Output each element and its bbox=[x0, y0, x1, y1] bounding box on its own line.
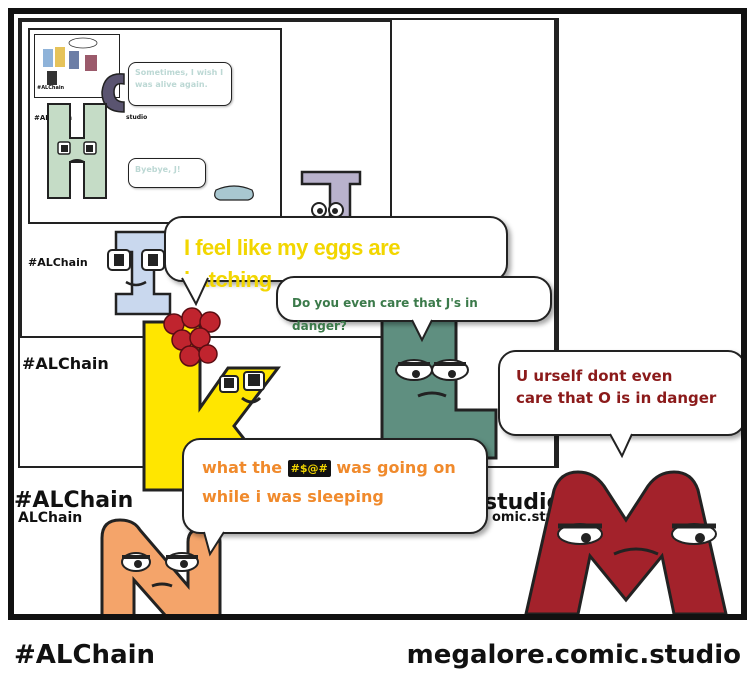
outer-caption-large: #ALChain bbox=[14, 488, 134, 513]
speech-bubble-danger-tail bbox=[411, 316, 433, 343]
outer-site-small: omic.stu bbox=[492, 510, 555, 525]
inner-characters bbox=[47, 73, 254, 201]
speech-bubble-eggs-tail bbox=[181, 274, 209, 307]
speech-bubble-urself-tail bbox=[609, 430, 633, 459]
censored-badge: #$@# bbox=[287, 459, 331, 478]
inner-bubble-wish: Sometimes, I wish I was alive again. bbox=[128, 62, 232, 106]
speech-what-part1: what the bbox=[202, 458, 283, 477]
nested-panel-outer: #ALChain #ALChain studio Sometimes, I wi… bbox=[18, 18, 556, 468]
footer-site-name[interactable]: megalore.comic.studio bbox=[406, 640, 741, 670]
inner-bubble-byebye: Byebye, J! bbox=[128, 158, 206, 188]
outer-caption: #ALChain bbox=[22, 354, 109, 373]
letter-i-character bbox=[107, 230, 172, 316]
nested-panel-mid: #ALChain #ALChain studio Sometimes, I wi… bbox=[20, 20, 392, 338]
mid-caption: #ALChain bbox=[28, 256, 88, 269]
speech-urself-line1: U urself dont even bbox=[516, 367, 673, 385]
speech-bubble-what: what the #$@# was going on while i was s… bbox=[182, 438, 488, 534]
footer-hashtag[interactable]: #ALChain bbox=[14, 640, 156, 670]
tiny-caption: #ALChain bbox=[37, 85, 65, 91]
tiny-characters bbox=[43, 37, 98, 85]
nested-panel-tiny: #ALChain bbox=[34, 34, 120, 98]
speech-what-line2: while i was sleeping bbox=[202, 487, 384, 507]
outer-caption-small: ALChain bbox=[18, 510, 83, 526]
panel-divider-vertical bbox=[555, 18, 559, 468]
speech-bubble-eggs: I feel like my eggs are hatching bbox=[164, 216, 508, 292]
speech-bubble-what-tail bbox=[203, 528, 225, 557]
letter-m-character bbox=[524, 470, 728, 614]
inner-bubble-byebye-text: Byebye, J! bbox=[135, 165, 181, 174]
speech-danger-text: Do you even care that J's in danger? bbox=[292, 296, 478, 334]
speech-what-part2: was going on bbox=[336, 458, 456, 477]
nested-panel-inner: #ALChain #ALChain studio Sometimes, I wi… bbox=[28, 28, 282, 224]
letter-n-character bbox=[100, 518, 222, 614]
speech-bubble-danger: Do you even care that J's in danger? bbox=[276, 276, 552, 333]
characters-layer bbox=[100, 170, 728, 614]
eggs-cluster bbox=[163, 307, 221, 367]
comic-frame: #ALChain #ALChain studio Sometimes, I wi… bbox=[8, 8, 747, 620]
speech-urself-line2: care that O is in danger bbox=[516, 388, 717, 407]
letter-l-character bbox=[380, 312, 498, 460]
inner-bubble-wish-text: Sometimes, I wish I was alive again. bbox=[135, 68, 224, 89]
speech-bubble-urself: U urself dont even care that O is in dan… bbox=[498, 350, 741, 436]
speech-eggs-text: I feel like my eggs are hatching bbox=[184, 235, 400, 292]
inner-site: studio bbox=[126, 114, 148, 121]
